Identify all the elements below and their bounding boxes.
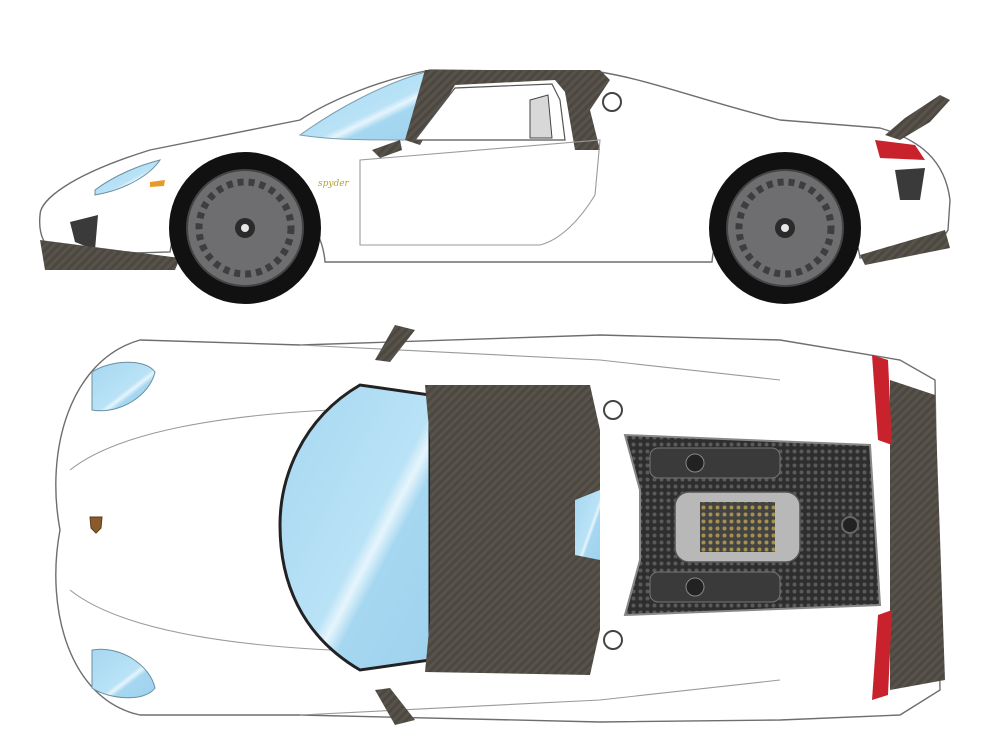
side-mirror (372, 140, 402, 158)
top-engine-gold (700, 502, 775, 552)
side-front-wheel (169, 152, 321, 304)
side-rear-diffuser (860, 230, 950, 265)
side-fuel-cap (602, 92, 622, 112)
top-mirror-right (375, 688, 415, 725)
top-mirror-left (375, 325, 415, 362)
top-intake-right (649, 571, 781, 603)
top-roof-panel (425, 385, 600, 675)
side-rear-light (875, 140, 925, 160)
top-fuel-cap-left (603, 400, 623, 420)
top-headlight-right (91, 648, 156, 699)
top-intake-left (649, 447, 781, 479)
side-rear-wing (885, 95, 950, 140)
side-front-intake (70, 215, 98, 250)
side-view: spyder (38, 69, 951, 304)
top-rear-wing (890, 380, 945, 690)
side-cabin-opening (413, 83, 566, 141)
top-headlight-left (91, 361, 156, 412)
top-view (55, 325, 945, 725)
top-tail-light-right (872, 610, 892, 700)
side-orange-marker (150, 180, 165, 187)
top-fuel-cap-right (603, 630, 623, 650)
side-roof-panel (405, 70, 610, 150)
top-deck-light (841, 516, 859, 534)
side-script-lettering: spyder (318, 179, 350, 189)
top-tail-light-left (872, 355, 892, 445)
top-windshield (278, 383, 432, 672)
side-front-splitter (40, 240, 180, 270)
top-badge (89, 516, 103, 534)
side-headlamp (94, 159, 162, 196)
side-rear-intake (895, 168, 925, 200)
side-rear-wheel (709, 152, 861, 304)
top-rear-window (575, 490, 600, 560)
side-door (359, 139, 601, 246)
